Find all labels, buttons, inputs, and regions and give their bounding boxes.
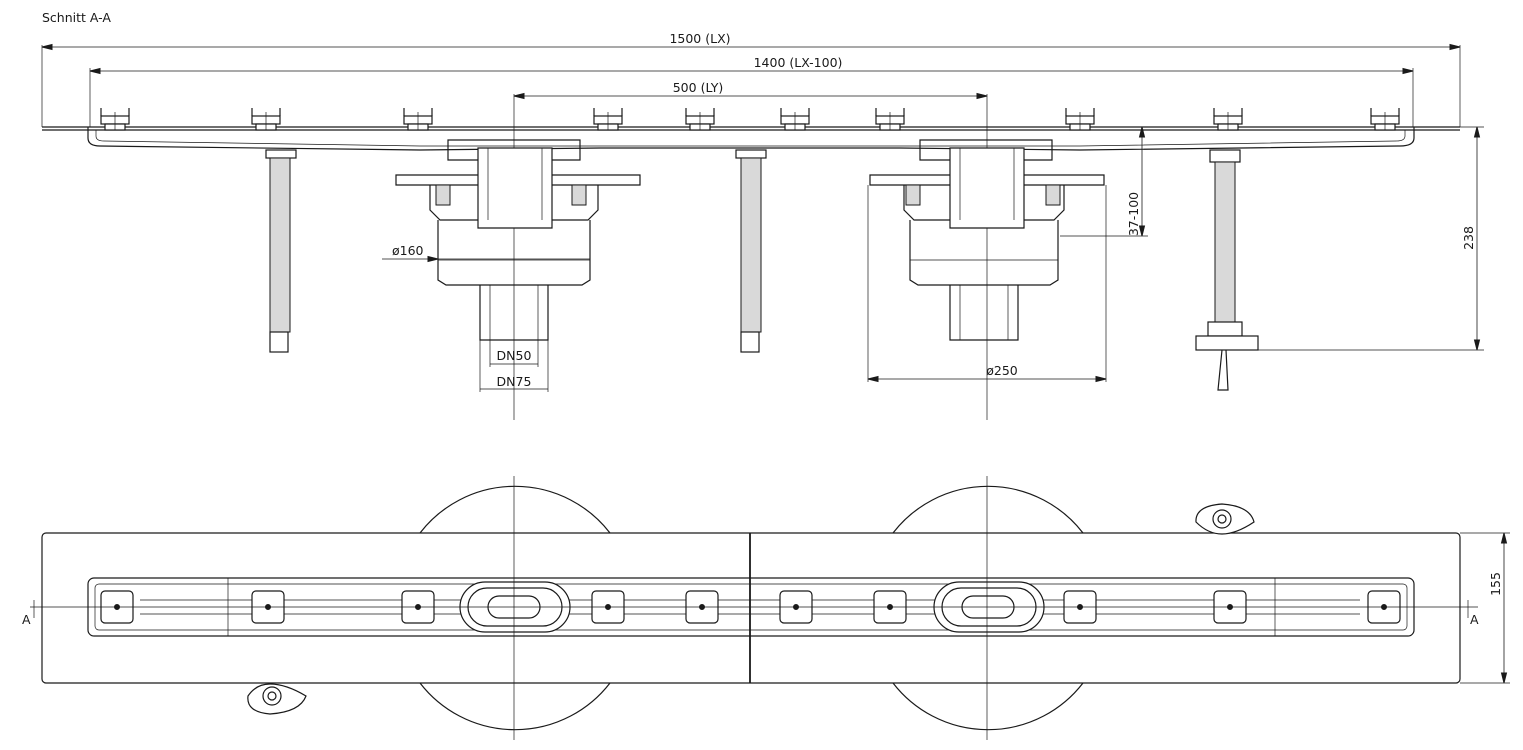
dim-total-height-label: 238	[1461, 226, 1476, 250]
dim-drain-spacing-label: 500 (LY)	[673, 80, 724, 95]
dim-outlet: DN50 DN75	[479, 340, 549, 392]
dim-total-height: 238	[1258, 126, 1484, 351]
leveling-foot-right	[1195, 149, 1259, 391]
drain-body-right	[869, 139, 1105, 341]
channel-body	[42, 126, 1460, 151]
bracket	[780, 108, 810, 131]
bracket	[1370, 108, 1400, 131]
leveling-foot-center	[735, 149, 767, 353]
dim-width: 155	[1460, 532, 1510, 684]
section-title: Schnitt A-A	[42, 10, 111, 25]
dim-inner-length: 1400 (LX-100)	[89, 55, 1414, 75]
bracket	[251, 108, 281, 131]
section-view: 1500 (LX) 1400 (LX-100) 500 (LY)	[41, 31, 1484, 420]
bracket	[403, 108, 433, 131]
dim-outlet-outer-label: DN75	[497, 374, 532, 389]
bracket	[100, 108, 130, 131]
bracket	[1065, 108, 1095, 131]
plan-foot-top	[1195, 503, 1255, 535]
dim-large-flange-label: ø250	[986, 363, 1018, 378]
bracket	[875, 108, 905, 131]
dim-inner-length-label: 1400 (LX-100)	[754, 55, 843, 70]
dim-width-label: 155	[1488, 572, 1503, 596]
plan-view: A A 155	[22, 476, 1510, 740]
bracket	[593, 108, 623, 131]
dim-small-flange-label: ø160	[392, 243, 424, 258]
dim-drain-spacing: 500 (LY)	[513, 80, 988, 100]
section-marker-right: A	[1470, 612, 1479, 627]
drain-body-left	[395, 139, 641, 341]
dim-height-adjust-label: 37-100	[1126, 192, 1141, 236]
dim-outlet-inner-label: DN50	[497, 348, 532, 363]
bracket	[685, 108, 715, 131]
plan-foot-bottom	[247, 683, 307, 715]
leveling-foot-left	[265, 149, 297, 353]
bracket	[1213, 108, 1243, 131]
section-marker-left: A	[22, 612, 31, 627]
dim-large-flange: ø250	[867, 185, 1107, 383]
bracket-row	[100, 108, 1400, 131]
dim-overall-length: 1500 (LX)	[41, 31, 1461, 51]
plan-outer-body	[41, 532, 1461, 684]
dim-height-adjust: 37-100	[1060, 126, 1148, 237]
dim-overall-length-label: 1500 (LX)	[669, 31, 730, 46]
dim-small-flange: ø160	[382, 243, 590, 263]
